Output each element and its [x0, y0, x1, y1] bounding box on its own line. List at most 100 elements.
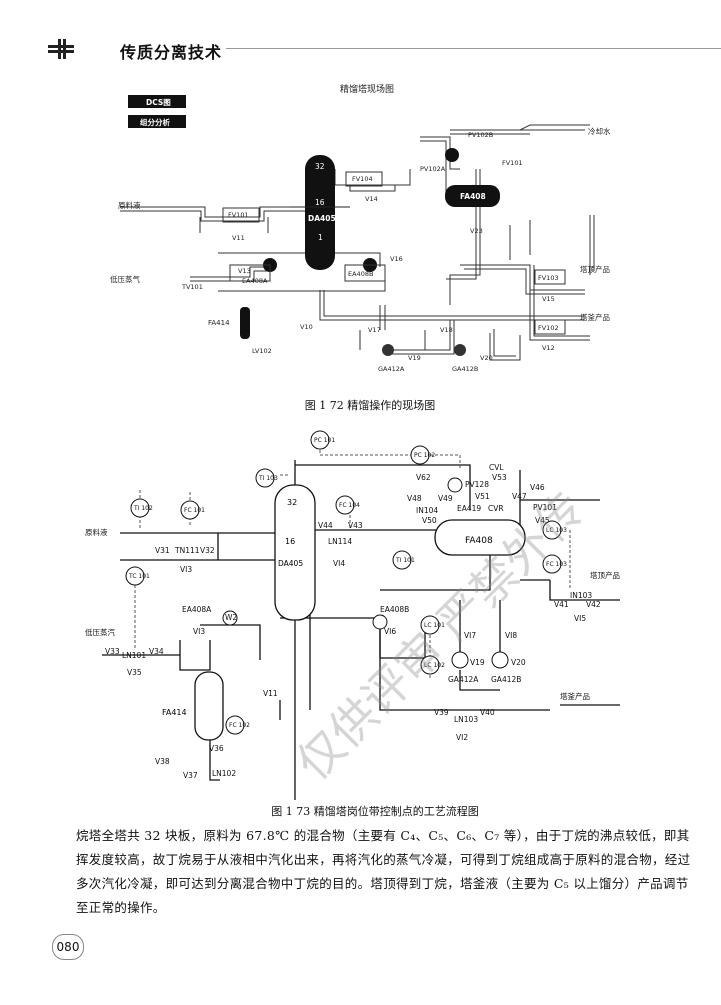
svg-text:V19: V19 [408, 354, 421, 362]
analysis-button[interactable]: 组分分析 [128, 115, 186, 128]
svg-text:V20: V20 [511, 658, 526, 667]
svg-text:TI 101: TI 101 [395, 557, 415, 564]
svg-text:V38: V38 [155, 757, 170, 766]
column-da405[interactable]: 32 16 DA405 [274, 484, 316, 621]
svg-text:GA412B: GA412B [452, 365, 478, 373]
svg-text:FA414: FA414 [162, 708, 187, 717]
dcs-button[interactable]: DCS图 [128, 95, 186, 108]
page-header: 传质分离技术 [40, 35, 721, 63]
svg-text:PV102B: PV102B [468, 131, 493, 139]
drum-fa408[interactable]: FA408 [434, 519, 526, 556]
svg-text:TI 103: TI 103 [258, 475, 278, 482]
instrument-tc101 [125, 566, 145, 586]
svg-text:EA408A: EA408A [182, 605, 212, 614]
svg-text:V47: V47 [512, 492, 527, 501]
svg-text:FC 104: FC 104 [339, 502, 360, 509]
body-paragraph: 烷塔全塔共 32 块板，原料为 67.8℃ 的混合物（主要有 C₄、C₅、C₆、… [76, 828, 691, 915]
svg-text:PV128: PV128 [465, 480, 489, 489]
svg-text:32: 32 [287, 498, 297, 507]
instrument-fc101 [180, 500, 200, 520]
svg-text:DCS图: DCS图 [146, 98, 171, 107]
svg-text:TI 102: TI 102 [133, 505, 153, 512]
svg-text:V37: V37 [183, 771, 198, 780]
svg-text:原料液: 原料液 [118, 200, 141, 210]
instrument-pc101 [310, 430, 330, 450]
svg-text:V15: V15 [542, 295, 555, 303]
svg-text:V51: V51 [475, 492, 490, 501]
drum-fa408[interactable]: FA408 [445, 185, 500, 207]
exchanger-ea408b [372, 614, 388, 630]
exchanger-ea419 [447, 477, 463, 493]
svg-text:V18: V18 [440, 326, 453, 334]
svg-text:V10: V10 [300, 323, 313, 331]
pump-ga412b [491, 651, 509, 669]
svg-text:V16: V16 [390, 255, 403, 263]
svg-text:DA405: DA405 [308, 214, 336, 223]
svg-text:V45: V45 [535, 516, 550, 525]
svg-text:VI5: VI5 [574, 614, 586, 623]
svg-text:V14: V14 [365, 195, 378, 203]
svg-text:V12: V12 [542, 344, 555, 352]
svg-text:PV101: PV101 [533, 503, 557, 512]
svg-text:V53: V53 [492, 473, 507, 482]
vessel-fa414[interactable]: FA414 [208, 307, 250, 339]
svg-text:FC 101: FC 101 [184, 507, 205, 514]
svg-text:VI7: VI7 [464, 631, 476, 640]
svg-text:V34: V34 [149, 647, 164, 656]
header-rule [226, 48, 721, 49]
svg-text:FV101: FV101 [228, 211, 249, 219]
svg-text:VI3: VI3 [180, 565, 192, 574]
svg-text:FV103: FV103 [538, 274, 559, 282]
svg-text:EA419: EA419 [457, 504, 481, 513]
svg-text:PC 101: PC 101 [314, 437, 335, 444]
svg-text:EA408B: EA408B [380, 605, 409, 614]
svg-text:VI4: VI4 [333, 559, 345, 568]
svg-text:FC 103: FC 103 [546, 561, 567, 568]
svg-text:W2: W2 [225, 613, 237, 622]
svg-text:EA408A: EA408A [242, 277, 268, 285]
svg-text:CVL: CVL [489, 463, 504, 472]
svg-text:LC 103: LC 103 [546, 527, 567, 534]
column-da405[interactable]: 32 16 DA405 1 [290, 155, 350, 270]
svg-text:FV104: FV104 [352, 175, 373, 183]
svg-text:V11: V11 [232, 234, 245, 242]
instrument-fc103 [542, 554, 562, 574]
svg-text:LN114: LN114 [328, 537, 352, 546]
svg-text:冷却水: 冷却水 [588, 126, 611, 136]
figure-72-caption: 图 1 72 精馏操作的现场图 [304, 399, 436, 412]
svg-text:PV102A: PV102A [420, 165, 446, 173]
figure-field-diagram: 精馏塔现场图 DCS图 组分分析 冷却水 原料液 低压蒸气 塔顶产品 塔釜产品 [90, 75, 650, 390]
svg-text:GA412B: GA412B [491, 675, 521, 684]
svg-text:FV101: FV101 [502, 159, 523, 167]
screen-title: 精馏塔现场图 [340, 83, 394, 95]
instrument-ti103 [255, 468, 275, 488]
svg-text:VI6: VI6 [384, 627, 396, 636]
svg-text:塔釜产品: 塔釜产品 [560, 691, 590, 701]
svg-text:32: 32 [315, 162, 325, 171]
svg-text:VI3: VI3 [193, 627, 205, 636]
svg-text:VI8: VI8 [505, 631, 517, 640]
svg-text:V33: V33 [105, 647, 120, 656]
svg-text:VI2: VI2 [456, 733, 468, 742]
instrument-lc102 [420, 655, 440, 675]
chapter-title: 传质分离技术 [120, 43, 223, 62]
svg-text:LC 102: LC 102 [424, 662, 445, 669]
svg-text:TC 101: TC 101 [128, 573, 150, 580]
vessel-fa414[interactable]: FA414 [162, 671, 224, 741]
svg-text:PC 102: PC 102 [414, 452, 435, 459]
instrument-pc102 [410, 445, 430, 465]
piping [120, 124, 595, 361]
svg-text:低压蒸气: 低压蒸气 [110, 274, 140, 284]
svg-text:V11: V11 [263, 689, 278, 698]
svg-text:LC 101: LC 101 [424, 622, 445, 629]
svg-text:V31: V31 [155, 546, 170, 555]
svg-text:IN104: IN104 [416, 506, 438, 515]
page-number: 080 [52, 934, 84, 960]
svg-text:组分分析: 组分分析 [140, 117, 170, 127]
svg-text:V32: V32 [200, 546, 215, 555]
svg-text:LN101: LN101 [122, 651, 146, 660]
svg-text:V41: V41 [554, 600, 569, 609]
svg-text:V50: V50 [422, 516, 437, 525]
svg-text:LN102: LN102 [212, 769, 236, 778]
svg-text:LV102: LV102 [252, 347, 272, 355]
